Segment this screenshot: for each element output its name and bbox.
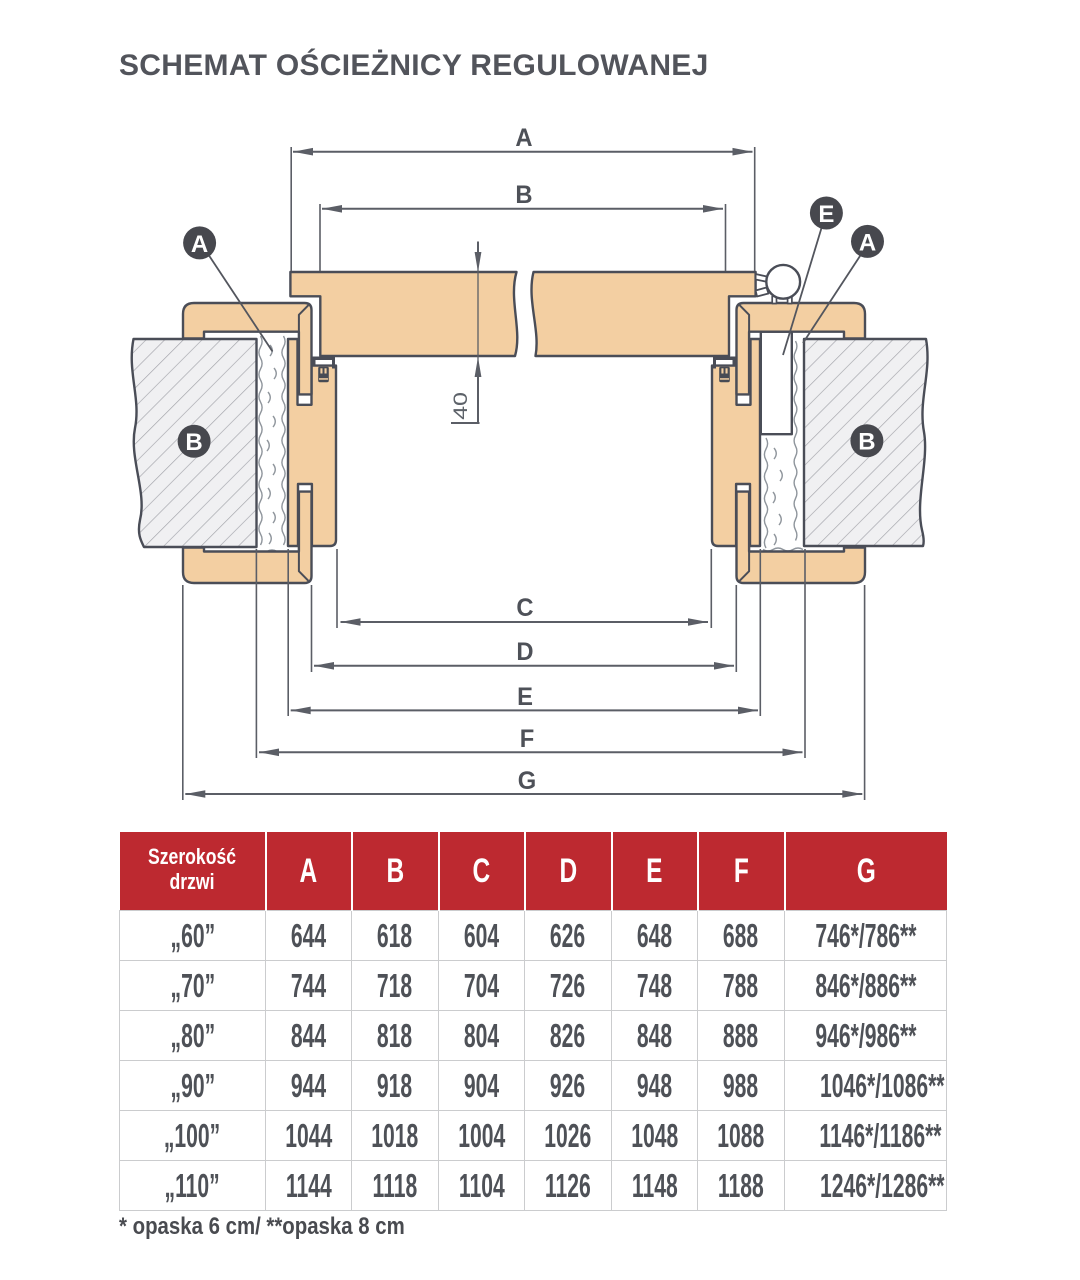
svg-text:E: E	[517, 683, 533, 711]
svg-text:A: A	[859, 229, 876, 256]
svg-text:B: B	[185, 429, 202, 456]
svg-text:C: C	[516, 594, 533, 622]
svg-text:B: B	[858, 429, 875, 456]
svg-text:B: B	[515, 181, 532, 209]
svg-text:40: 40	[450, 392, 471, 420]
svg-text:D: D	[516, 638, 533, 666]
svg-text:A: A	[515, 124, 532, 152]
svg-text:G: G	[518, 767, 536, 795]
svg-text:F: F	[520, 725, 535, 753]
svg-text:A: A	[191, 231, 208, 258]
svg-text:E: E	[818, 201, 834, 228]
